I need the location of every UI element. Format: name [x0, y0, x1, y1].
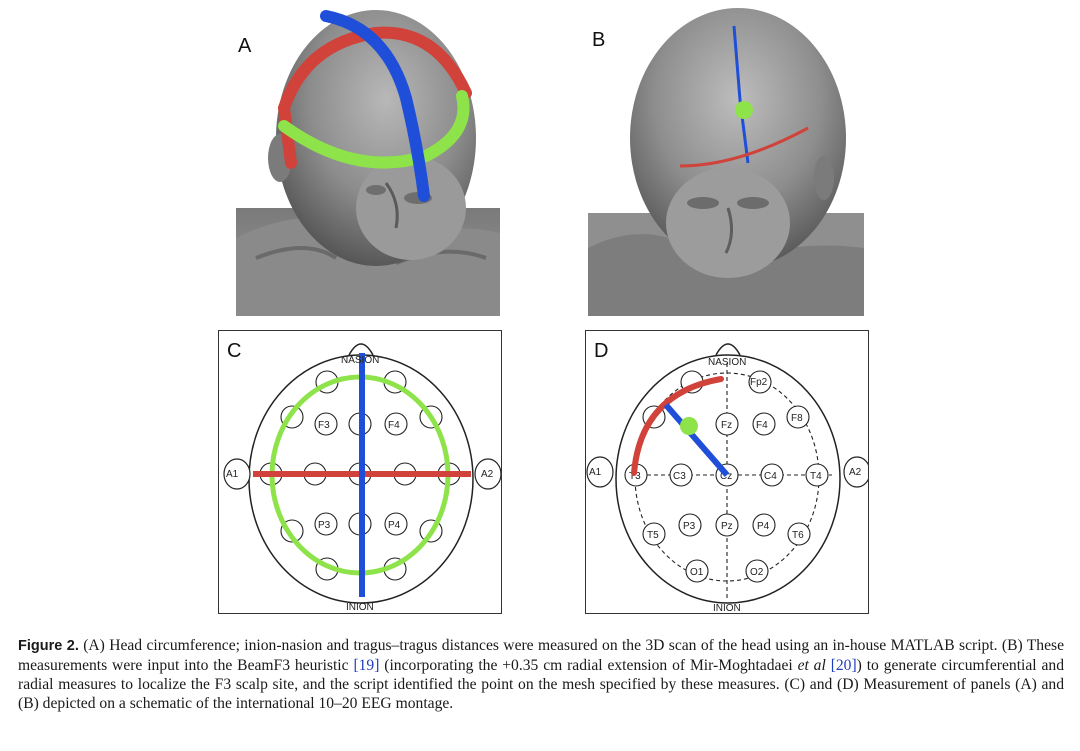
- label-c4: C4: [764, 471, 777, 482]
- eeg-montage-c: A1 A2 F3 F4 P3 P4 NASION INION: [223, 343, 501, 613]
- label-a1: A1: [589, 467, 602, 478]
- label-t5: T5: [647, 530, 659, 541]
- label-f8: F8: [791, 413, 803, 424]
- nose-shape: [715, 343, 741, 356]
- label-nasion: NASION: [708, 357, 746, 368]
- label-a2: A2: [849, 467, 862, 478]
- label-cz: Cz: [720, 471, 732, 482]
- label-p4: P4: [757, 521, 770, 532]
- label-nasion: NASION: [341, 355, 379, 366]
- label-a2: A2: [481, 469, 494, 480]
- nose-shape: [348, 343, 374, 356]
- panel-d-schematic: D A1 A2 Fp2 F8 Fz F4 T3 C3 Cz C4 T4 T5 P…: [585, 330, 869, 614]
- label-t3: T3: [629, 471, 641, 482]
- panel-c-schematic: C A1 A2 F3 F4 P3 P4 NASION INION: [218, 330, 502, 614]
- radial-line: [663, 403, 730, 477]
- label-f4: F4: [388, 420, 400, 431]
- figure-caption: Figure 2. (A) Head circumference; inion-…: [18, 636, 1064, 713]
- label-inion: INION: [346, 602, 374, 613]
- label-o2: O2: [750, 567, 764, 578]
- panel-b-head-scan: [588, 8, 864, 316]
- panel-d-letter: D: [594, 340, 609, 362]
- reference-link-19[interactable]: [19]: [353, 657, 380, 674]
- panel-b-letter: B: [592, 29, 606, 51]
- head-scan-a-image: [236, 10, 500, 316]
- caption-text-4: ) to generate circumferential and radial…: [18, 657, 1064, 712]
- head-outline: [615, 354, 841, 604]
- label-p3: P3: [683, 521, 696, 532]
- label-fp2: Fp2: [750, 377, 768, 388]
- caption-etal: et al: [797, 657, 826, 674]
- figure-label: Figure 2.: [18, 638, 79, 654]
- label-inion: INION: [713, 603, 741, 613]
- eeg-montage-d: A1 A2 Fp2 F8 Fz F4 T3 C3 Cz C4 T4 T5 P3 …: [586, 343, 868, 613]
- label-p4: P4: [388, 520, 401, 531]
- head-scan-b-image: [588, 8, 864, 316]
- panel-a-letter: A: [238, 35, 252, 57]
- label-c3: C3: [673, 471, 686, 482]
- label-f4: F4: [756, 420, 768, 431]
- label-pz: Pz: [721, 521, 733, 532]
- label-t6: T6: [792, 530, 804, 541]
- reference-link-20[interactable]: [20]: [830, 657, 857, 674]
- caption-text-2: (incorporating the +0.35 cm radial exten…: [379, 657, 798, 674]
- panel-c-letter: C: [227, 340, 242, 362]
- label-f3: F3: [318, 420, 330, 431]
- label-o1: O1: [690, 567, 704, 578]
- electrode-circles: [624, 370, 829, 583]
- label-a1: A1: [226, 469, 239, 480]
- circumferential-arc: [631, 376, 724, 476]
- label-p3: P3: [318, 520, 331, 531]
- label-t4: T4: [810, 471, 822, 482]
- panel-a-head-scan: [236, 8, 500, 316]
- caption-text-1: (A) Head circumference; inion-nasion and…: [18, 637, 1064, 674]
- f3-target-dot: [680, 417, 698, 435]
- label-fz: Fz: [721, 420, 732, 431]
